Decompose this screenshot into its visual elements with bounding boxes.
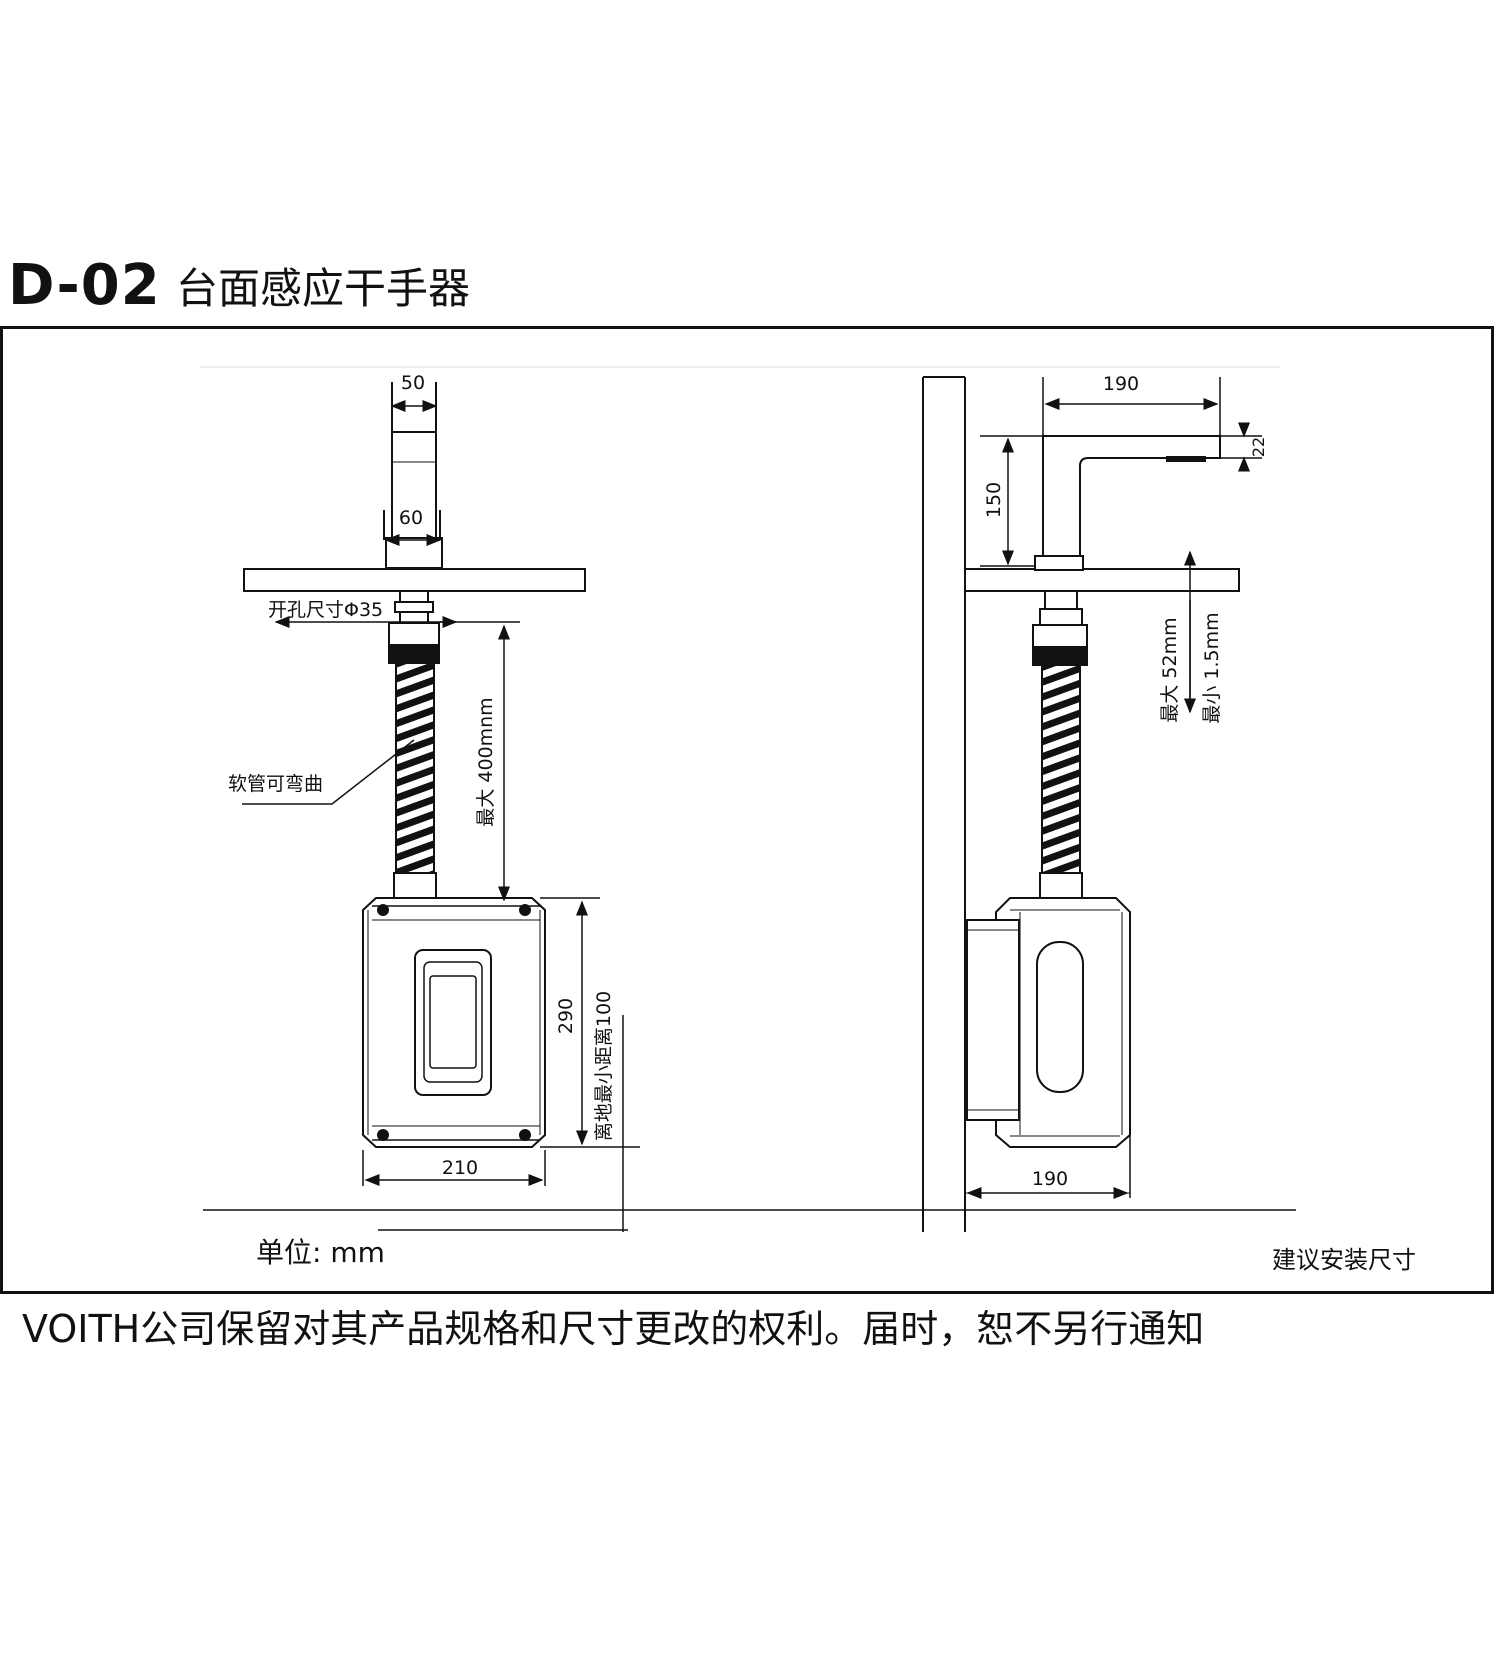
front-view xyxy=(243,382,586,1148)
front-countertop xyxy=(243,568,586,592)
side-view xyxy=(922,376,1240,1232)
front-base xyxy=(385,537,443,569)
unit-label: 单位: mm xyxy=(256,1236,385,1269)
max-hose-length-label: 最大 400mnm xyxy=(475,697,497,826)
install-label: 建议安装尺寸 xyxy=(1272,1246,1416,1274)
side-box-window xyxy=(1036,941,1084,1093)
dim-base-width: 60 xyxy=(399,507,423,529)
hole-size-label: 开孔尺寸Φ35 xyxy=(268,599,383,621)
footer-note: VOITH公司保留对其产品规格和尺寸更改的权利。届时，恕不另行通知 xyxy=(22,1307,1205,1351)
max-counter-thickness-label: 最大 52mm xyxy=(1159,617,1181,722)
dim-spout-thickness: 22 xyxy=(1249,437,1268,457)
front-hose xyxy=(395,662,435,874)
side-hose xyxy=(1041,664,1081,876)
model-code: D-02 xyxy=(8,253,161,318)
dim-box-depth: 190 xyxy=(1032,1168,1068,1190)
drawing-frame xyxy=(0,326,1494,1294)
side-spout xyxy=(1042,435,1221,559)
dim-reach: 190 xyxy=(1103,373,1139,395)
dim-box-width: 210 xyxy=(442,1157,478,1179)
hose-note: 软管可弯曲 xyxy=(228,773,323,795)
product-name: 台面感应干手器 xyxy=(176,264,471,313)
side-countertop xyxy=(964,568,1240,592)
dim-spout-width: 50 xyxy=(401,372,425,394)
min-counter-thickness-label: 最小 1.5mm xyxy=(1201,612,1223,723)
dim-box-height: 290 xyxy=(555,998,577,1034)
dim-spout-height: 150 xyxy=(983,482,1005,518)
min-floor-distance-label: 离地最小距离100 xyxy=(593,991,615,1141)
wall-bracket xyxy=(966,919,1020,1121)
